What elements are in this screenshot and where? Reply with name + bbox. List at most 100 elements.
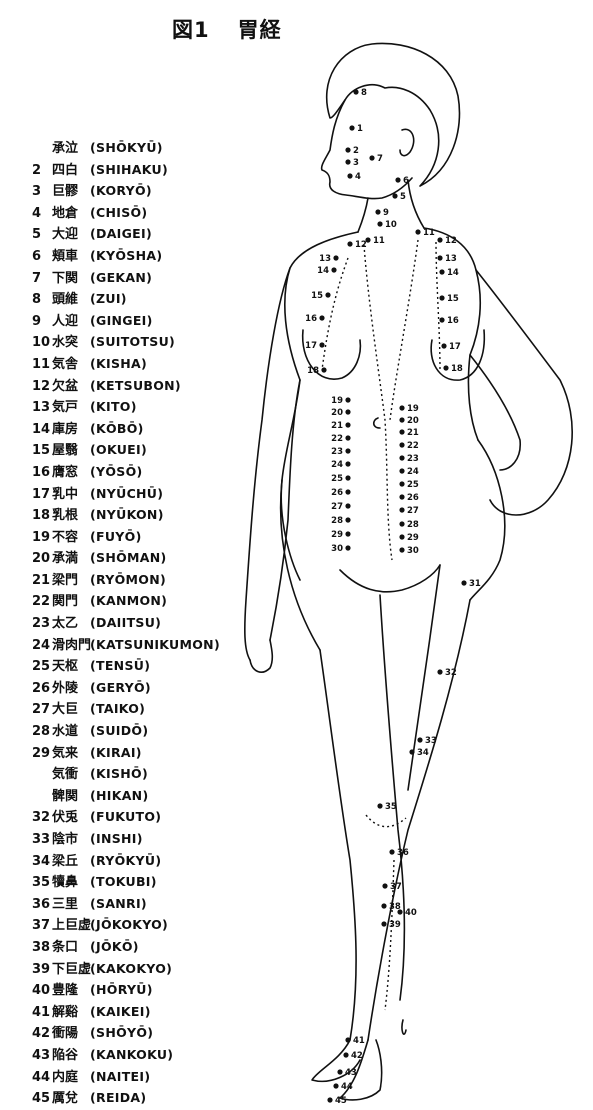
acupoint-dot bbox=[345, 435, 350, 440]
acupoint-label: 4 bbox=[355, 172, 361, 182]
acupoint-label: 27 bbox=[331, 502, 343, 512]
acupoint-dot bbox=[353, 89, 358, 94]
acupoint-label: 13 bbox=[319, 254, 331, 264]
acupoint-label: 21 bbox=[407, 428, 419, 438]
acupoint-dot bbox=[381, 903, 386, 908]
acupoint-label: 27 bbox=[407, 506, 419, 516]
acupoint-label: 2 bbox=[353, 146, 359, 156]
acupoint-label: 20 bbox=[407, 416, 419, 426]
left-leg-outer bbox=[320, 650, 356, 1040]
neck-left bbox=[358, 198, 368, 232]
acupoint-label: 39 bbox=[389, 920, 401, 930]
left-arm-inner bbox=[270, 380, 300, 640]
crotch bbox=[340, 565, 440, 592]
meridian-path-knee bbox=[366, 815, 406, 827]
acupoint-label: 24 bbox=[407, 467, 419, 477]
neck-right bbox=[408, 180, 424, 228]
acupoint-label: 25 bbox=[407, 480, 419, 490]
right-arm-inner bbox=[470, 355, 520, 470]
left-arm-outer bbox=[245, 268, 290, 660]
acupoint-label: 19 bbox=[407, 404, 419, 414]
acupoint-label: 34 bbox=[417, 748, 429, 758]
acupoint-label: 11 bbox=[373, 236, 385, 246]
acupoint-dot bbox=[377, 803, 382, 808]
acupoint-dot bbox=[437, 237, 442, 242]
acupoint-label: 16 bbox=[447, 316, 459, 326]
torso-left bbox=[281, 232, 358, 580]
acupoint-label: 18 bbox=[451, 364, 463, 374]
acupoint-dot bbox=[345, 159, 350, 164]
acupoint-label: 28 bbox=[331, 516, 343, 526]
acupoint-dot bbox=[343, 1052, 348, 1057]
acupoint-label: 33 bbox=[425, 736, 437, 746]
acupoint-label: 37 bbox=[390, 882, 402, 892]
acupoint-dot bbox=[441, 343, 446, 348]
acupoint-label: 35 bbox=[385, 802, 397, 812]
acupoint-label: 1 bbox=[357, 124, 363, 134]
acupoint-dot bbox=[439, 269, 444, 274]
acupoint-dot bbox=[399, 468, 404, 473]
acupoint-dot bbox=[345, 489, 350, 494]
acupoint-dot bbox=[399, 534, 404, 539]
acupoint-label: 9 bbox=[383, 208, 389, 218]
meridian-path-inner-right bbox=[390, 240, 418, 420]
acupoint-dot bbox=[399, 521, 404, 526]
acupoint-dot bbox=[382, 883, 387, 888]
acupoint-dot bbox=[437, 669, 442, 674]
acupoint-label: 23 bbox=[331, 447, 343, 457]
acupoint-dot bbox=[349, 125, 354, 130]
acupoint-dot bbox=[417, 737, 422, 742]
acupoint-dot bbox=[437, 255, 442, 260]
acupoint-label: 41 bbox=[353, 1036, 365, 1046]
acupoint-dot bbox=[375, 209, 380, 214]
meridian-path-inner-left bbox=[364, 245, 392, 560]
acupoint-label: 28 bbox=[407, 520, 419, 530]
right-arm-outer bbox=[476, 270, 572, 515]
right-hip bbox=[470, 440, 505, 600]
acupoint-label: 22 bbox=[331, 434, 343, 444]
acupoint-dot bbox=[345, 448, 350, 453]
acupoint-label: 15 bbox=[311, 291, 323, 301]
acupoint-dot bbox=[399, 417, 404, 422]
acupoint-dot bbox=[347, 241, 352, 246]
navel-mark bbox=[374, 418, 380, 428]
acupoint-dot bbox=[399, 429, 404, 434]
acupoint-dot bbox=[392, 193, 397, 198]
acupoint-dot bbox=[333, 255, 338, 260]
knee-mark bbox=[402, 1020, 406, 1034]
acupoint-label: 23 bbox=[407, 454, 419, 464]
acupoint-dot bbox=[347, 173, 352, 178]
acupoint-dot bbox=[319, 342, 324, 347]
acupoint-dot bbox=[321, 367, 326, 372]
acupoint-label: 7 bbox=[377, 154, 383, 164]
acupoint-dot bbox=[345, 475, 350, 480]
acupoint-label: 12 bbox=[355, 240, 367, 250]
acupoint-dot bbox=[345, 503, 350, 508]
acupoint-dot bbox=[415, 229, 420, 234]
acupoint-label: 11 bbox=[423, 228, 435, 238]
acupoint-label: 26 bbox=[407, 493, 419, 503]
acupoint-dot bbox=[389, 849, 394, 854]
acupoint-label: 26 bbox=[331, 488, 343, 498]
acupoint-label: 14 bbox=[317, 266, 329, 276]
acupoint-dot bbox=[381, 921, 386, 926]
left-hand bbox=[250, 640, 272, 672]
acupoint-label: 17 bbox=[305, 341, 317, 351]
acupoint-label: 5 bbox=[400, 192, 406, 202]
acupoint-label: 36 bbox=[397, 848, 409, 858]
acupoint-label: 24 bbox=[331, 460, 343, 470]
left-leg-inner bbox=[380, 595, 404, 1000]
acupoint-dot bbox=[399, 442, 404, 447]
acupoint-label: 30 bbox=[331, 544, 343, 554]
left-hip bbox=[281, 480, 320, 650]
acupoint-label: 18 bbox=[307, 366, 319, 376]
acupoint-dot bbox=[439, 317, 444, 322]
acupoint-dot bbox=[345, 397, 350, 402]
acupoint-dot bbox=[399, 507, 404, 512]
acupoint-dot bbox=[369, 155, 374, 160]
acupoint-label: 6 bbox=[403, 176, 409, 186]
acupoint-label: 42 bbox=[351, 1051, 363, 1061]
acupoint-markers: 8123476591011111212131415161718131415161… bbox=[305, 88, 481, 1106]
acupoint-dot bbox=[439, 295, 444, 300]
